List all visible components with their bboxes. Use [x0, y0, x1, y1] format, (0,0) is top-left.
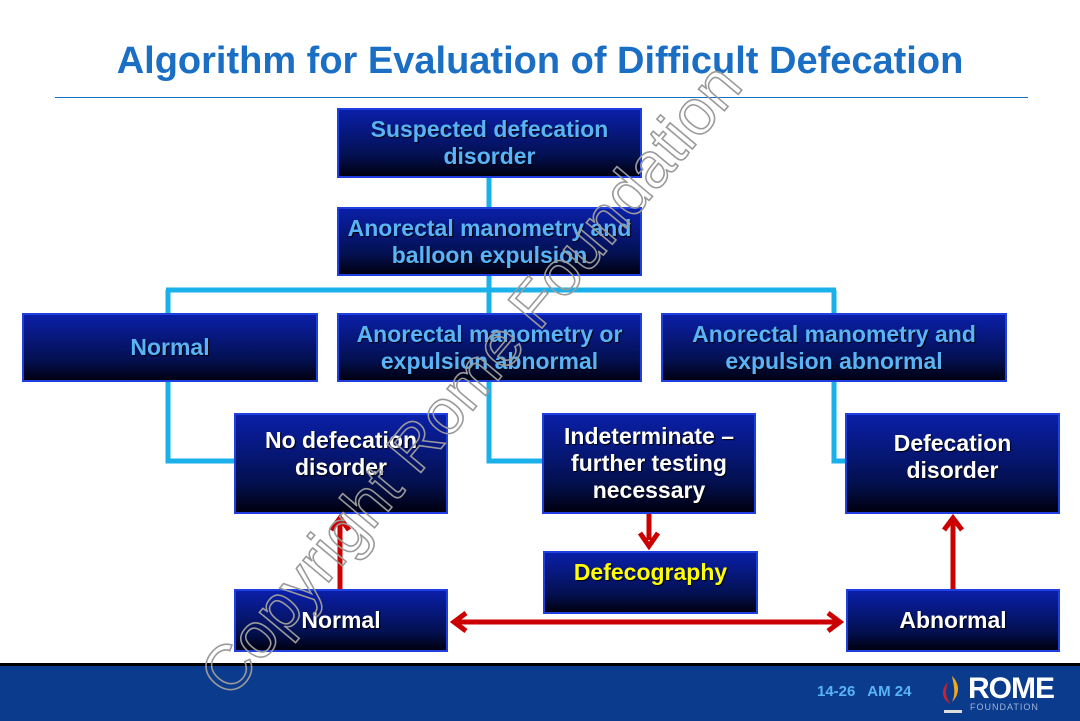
box-normal-bottom: Normal: [234, 589, 448, 652]
box-no-defecation-disorder: No defecation disorder: [234, 413, 448, 514]
title-divider: [55, 97, 1028, 98]
box-manometry-expulsion: Anorectal manometry and balloon expulsio…: [337, 207, 642, 276]
box-suspected-disorder: Suspected defecation disorder: [337, 108, 642, 178]
box-normal-top: Normal: [22, 313, 318, 382]
slide-title: Algorithm for Evaluation of Difficult De…: [116, 40, 964, 82]
red-arrows: [329, 513, 964, 633]
line-or-indeterminate: [486, 382, 542, 464]
line-and-disorder: [831, 382, 845, 464]
logo-sub: FOUNDATION: [970, 702, 1039, 712]
line-normal-nodisorder: [165, 382, 234, 464]
arrowhead-left: [449, 611, 468, 633]
flow-lines: [165, 178, 845, 464]
box-indeterminate: Indeterminate – further testing necessar…: [542, 413, 756, 514]
arrowhead-down: [637, 531, 661, 551]
box-abnormal-bottom: Abnormal: [846, 589, 1060, 652]
footer-bar: [0, 663, 1080, 721]
box-defecography: Defecography: [543, 551, 758, 614]
box-and-abnormal: Anorectal manometry and expulsion abnorm…: [661, 313, 1007, 382]
arrowhead-up-left: [329, 513, 351, 532]
box-defecation-disorder: Defecation disorder: [845, 413, 1060, 514]
arrowhead-right: [826, 611, 845, 633]
rome-foundation-logo: ROME FOUNDATION: [938, 672, 1063, 716]
box-or-abnormal: Anorectal manometry or expulsion abnorma…: [337, 313, 642, 382]
slide-code: 14-26 AM 24: [817, 683, 912, 700]
flame-icon: [942, 676, 962, 713]
logo-name: ROME: [968, 672, 1055, 705]
arrowhead-up-right: [942, 513, 964, 532]
